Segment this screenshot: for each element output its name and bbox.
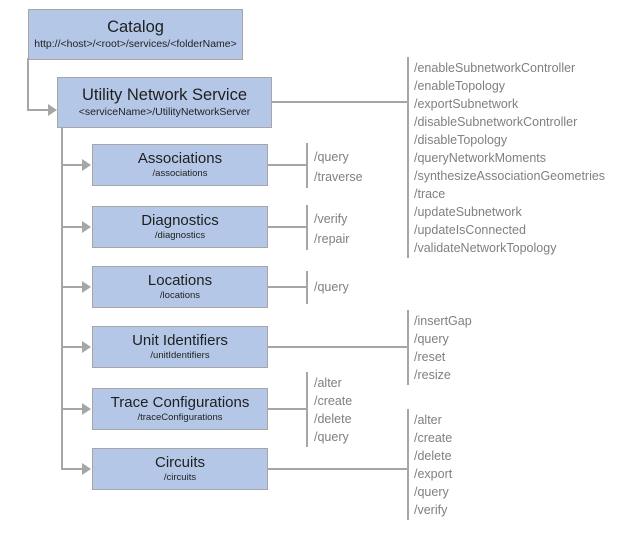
catalog-title: Catalog [107, 17, 164, 36]
operation-item: /insertGap [414, 314, 472, 328]
operation-item: /query [314, 430, 349, 444]
unit-identifiers-path: /unitIdentifiers [150, 350, 210, 362]
bracket-trace-configurations-operations [306, 372, 308, 447]
bracket-unit-identifiers-operations [407, 310, 409, 385]
operation-item: /synthesizeAssociationGeometries [414, 169, 606, 183]
operation-item: /verify [314, 212, 348, 226]
connector-locations-operations [267, 286, 307, 288]
operation-item: /create [314, 394, 353, 408]
node-diagnostics: Diagnostics /diagnostics [92, 206, 268, 248]
arrowhead-trace-configurations [82, 403, 91, 415]
circuits-path: /circuits [163, 472, 197, 484]
operation-item: /verify [414, 503, 448, 517]
operation-item: /resize [414, 368, 451, 382]
operations-list-diagnostics: /verify/repair [314, 209, 349, 249]
circuits-title: Circuits [154, 453, 205, 471]
associations-path: /associations [152, 168, 208, 180]
node-utility-network-service: Utility Network Service <serviceName>/Ut… [57, 77, 272, 128]
arrowhead-diagnostics [82, 221, 91, 233]
operation-item: /query [414, 332, 449, 346]
node-circuits: Circuits /circuits [92, 448, 268, 490]
operation-item: /reset [414, 350, 446, 364]
operation-item: /updateIsConnected [414, 223, 526, 237]
operation-item: /create [414, 431, 453, 445]
connector-associations-operations [267, 164, 307, 166]
diagnostics-title: Diagnostics [141, 211, 219, 229]
connector-service-trunk [61, 128, 63, 470]
operation-item: /trace [414, 187, 446, 201]
connector-service-operations [271, 101, 408, 103]
operation-item: /queryNetworkMoments [414, 151, 546, 165]
operations-list-utility-network-service: /enableSubnetworkController/enableTopolo… [414, 59, 605, 257]
connector-branch-locations [61, 286, 83, 288]
operations-list-circuits: /alter/create/delete/export/query/verify [414, 411, 452, 519]
connector-trace-configurations-operations [267, 408, 307, 410]
connector-branch-associations [61, 164, 83, 166]
operation-item: /alter [314, 376, 342, 390]
connector-unit-identifiers-operations [267, 346, 408, 348]
bracket-diagnostics-operations [306, 205, 308, 250]
node-catalog: Catalog http://<host>/<root>/services/<f… [28, 9, 243, 60]
operation-item: /exportSubnetwork [414, 97, 519, 111]
arrowhead-circuits [82, 463, 91, 475]
operation-item: /updateSubnetwork [414, 205, 522, 219]
operation-item: /enableTopology [414, 79, 506, 93]
connector-catalog-trunk [27, 58, 29, 111]
connector-branch-diagnostics [61, 226, 83, 228]
connector-branch-trace-configurations [61, 408, 83, 410]
connector-branch-circuits [61, 468, 83, 470]
catalog-url: http://<host>/<root>/services/<folderNam… [34, 37, 237, 50]
node-associations: Associations /associations [92, 144, 268, 186]
operation-item: /query [314, 280, 349, 294]
operation-item: /alter [414, 413, 442, 427]
arrowhead-associations [82, 159, 91, 171]
operation-item: /repair [314, 232, 350, 246]
operations-list-locations: /query [314, 278, 349, 296]
connector-circuits-operations [267, 468, 408, 470]
operation-item: /disableSubnetworkController [414, 115, 578, 129]
operation-item: /disableTopology [414, 133, 508, 147]
bracket-service-operations [407, 57, 409, 258]
bracket-locations-operations [306, 271, 308, 304]
operation-item: /validateNetworkTopology [414, 241, 557, 255]
operations-list-unit-identifiers: /insertGap/query/reset/resize [414, 312, 472, 384]
arrowhead-locations [82, 281, 91, 293]
node-unit-identifiers: Unit Identifiers /unitIdentifiers [92, 326, 268, 368]
node-trace-configurations: Trace Configurations /traceConfiguration… [92, 388, 268, 430]
utility-network-service-title: Utility Network Service [81, 85, 248, 104]
locations-path: /locations [159, 290, 201, 302]
trace-configurations-path: /traceConfigurations [137, 412, 223, 424]
utility-network-service-path: <serviceName>/UtilityNetworkServer [78, 105, 251, 118]
bracket-circuits-operations [407, 409, 409, 520]
operation-item: /delete [414, 449, 452, 463]
connector-catalog-elbow [27, 109, 49, 111]
operations-list-trace-configurations: /alter/create/delete/query [314, 374, 352, 446]
operation-item: /export [414, 467, 453, 481]
unit-identifiers-title: Unit Identifiers [132, 331, 228, 349]
operation-item: /delete [314, 412, 352, 426]
arrowhead-unit-identifiers [82, 341, 91, 353]
locations-title: Locations [147, 271, 213, 289]
associations-title: Associations [137, 149, 223, 167]
bracket-associations-operations [306, 143, 308, 188]
operation-item: /enableSubnetworkController [414, 61, 576, 75]
operation-item: /traverse [314, 170, 363, 184]
diagnostics-path: /diagnostics [154, 230, 206, 242]
node-locations: Locations /locations [92, 266, 268, 308]
trace-configurations-title: Trace Configurations [110, 393, 250, 411]
connector-diagnostics-operations [267, 226, 307, 228]
operations-list-associations: /query/traverse [314, 147, 363, 187]
connector-branch-unit-identifiers [61, 346, 83, 348]
operation-item: /query [414, 485, 449, 499]
operation-item: /query [314, 150, 349, 164]
arrowhead-utility-network-service [48, 104, 57, 116]
